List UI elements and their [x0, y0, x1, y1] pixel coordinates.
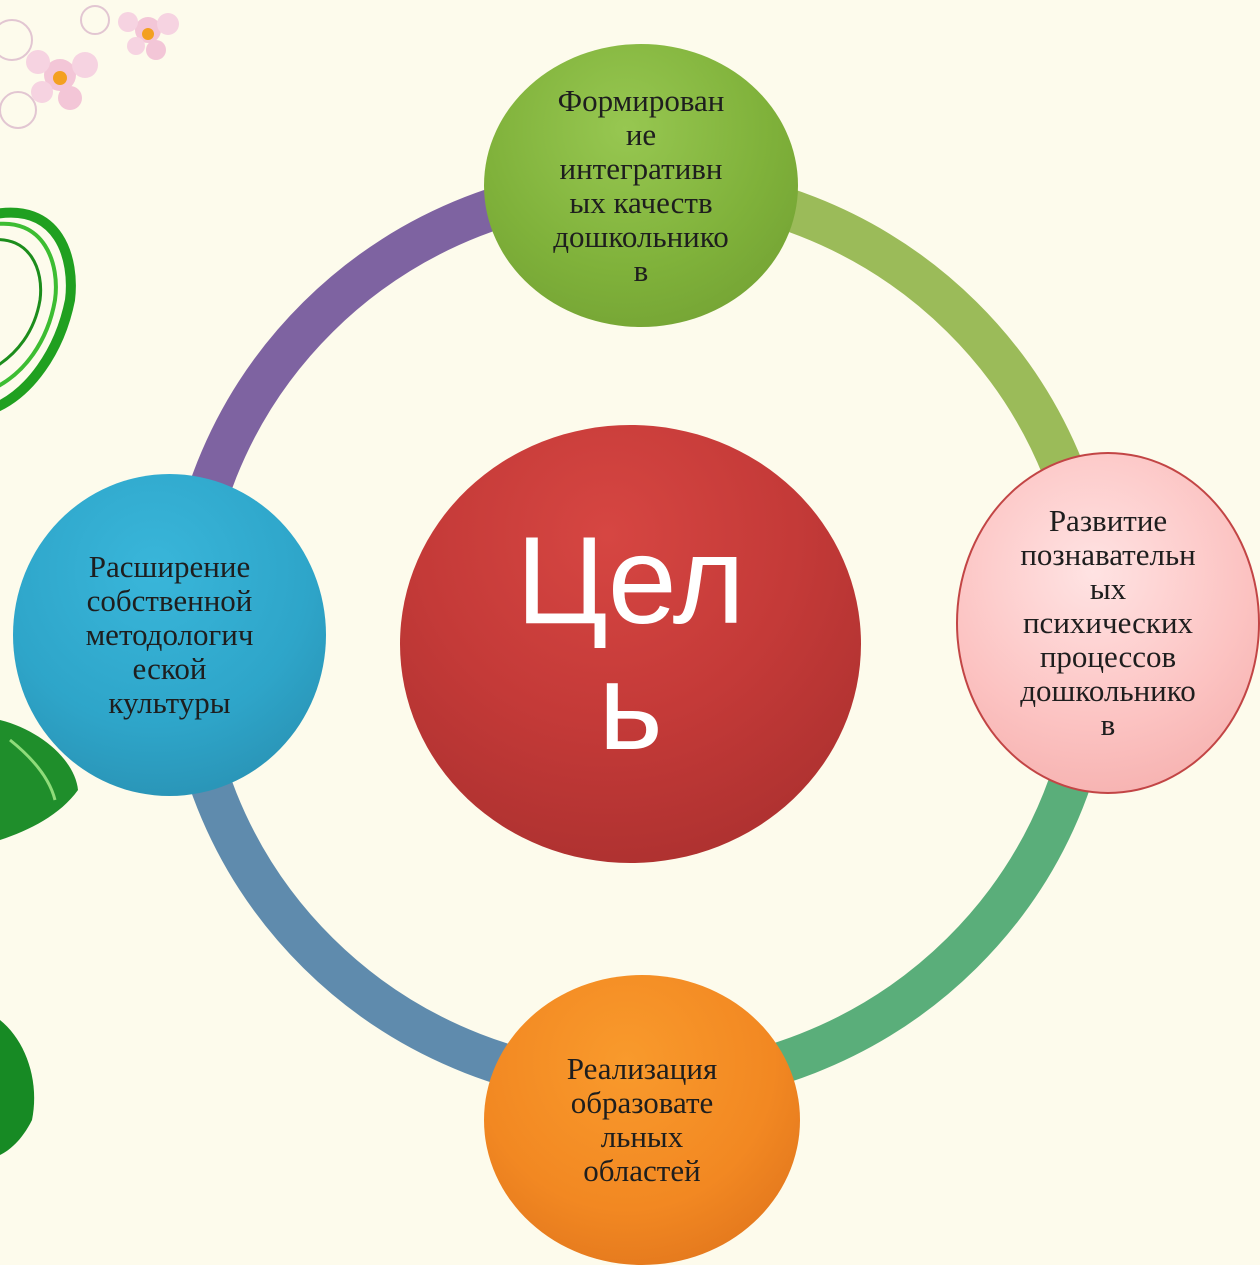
flower-decoration — [118, 12, 179, 60]
center-goal-circle: Цел ь — [400, 425, 861, 863]
node-label: Расширение собственной методологич еской… — [85, 549, 254, 720]
node-educational-areas: Реализация образовате льных областей — [484, 975, 800, 1265]
node-label: Формирован ие интегративн ых качеств дош… — [553, 82, 729, 288]
node-label: Развитие познавательн ых психических про… — [1020, 503, 1196, 742]
flower-decoration — [26, 50, 98, 110]
node-label: Реализация образовате льных областей — [566, 1051, 718, 1188]
node-integrative-qualities: Формирован ие интегративн ых качеств дош… — [484, 44, 798, 327]
flower-outline-decoration — [0, 5, 110, 129]
node-cognitive-processes: Развитие познавательн ых психических про… — [956, 452, 1260, 794]
center-goal-label: Цел ь — [516, 512, 745, 776]
leaf-decoration — [0, 1020, 35, 1155]
node-methodological-culture: Расширение собственной методологич еской… — [13, 474, 326, 796]
green-swirl-decoration — [0, 207, 76, 412]
